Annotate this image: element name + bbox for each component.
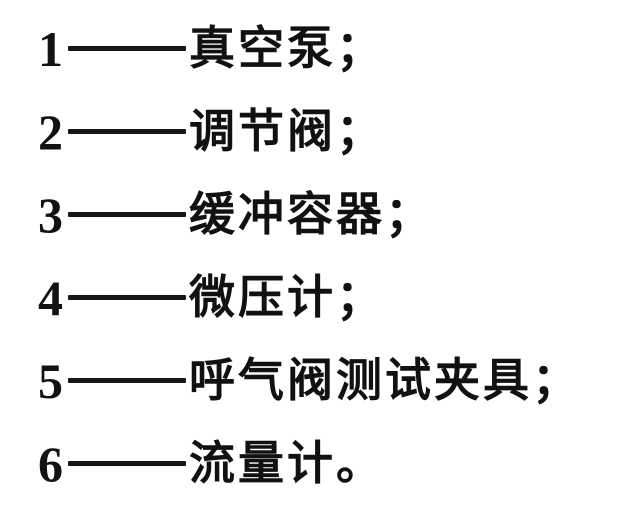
legend-item-punctuation: ；: [532, 354, 578, 406]
legend-item-label: 缓冲容器: [189, 188, 385, 240]
legend-item-label: 真空泵: [189, 22, 336, 74]
legend-item-label: 调节阀: [189, 105, 336, 157]
legend-item-punctuation: 。: [336, 437, 382, 489]
legend-dash-line: [68, 129, 186, 134]
legend-item-punctuation: ；: [336, 105, 382, 157]
legend-item-punctuation: ；: [336, 271, 382, 323]
legend-item: 2 调节阀 ；: [38, 90, 625, 173]
legend-item-punctuation: ；: [336, 22, 382, 74]
legend-item: 3 缓冲容器 ；: [38, 173, 625, 256]
legend-item-label: 微压计: [189, 271, 336, 323]
legend-item-number: 4: [38, 269, 63, 326]
legend-item-label: 流量计: [189, 437, 336, 489]
legend-dash-line: [68, 295, 186, 300]
legend-item: 6 流量计 。: [38, 422, 625, 505]
legend-dash-line: [68, 212, 186, 217]
legend-item-number: 3: [38, 186, 63, 243]
legend-item-number: 5: [38, 352, 63, 409]
legend-item: 4 微压计 ；: [38, 256, 625, 339]
legend-dash-line: [68, 46, 186, 51]
legend-dash-line: [68, 378, 186, 383]
legend-item-label: 呼气阀测试夹具: [189, 354, 532, 406]
legend-item-number: 2: [38, 103, 63, 160]
legend-dash-line: [68, 461, 186, 466]
legend-item-number: 6: [38, 435, 63, 492]
legend-item: 1 真空泵 ；: [38, 7, 625, 90]
legend-item: 5 呼气阀测试夹具 ；: [38, 339, 625, 422]
legend-item-punctuation: ；: [385, 188, 431, 240]
legend-item-number: 1: [38, 20, 63, 77]
